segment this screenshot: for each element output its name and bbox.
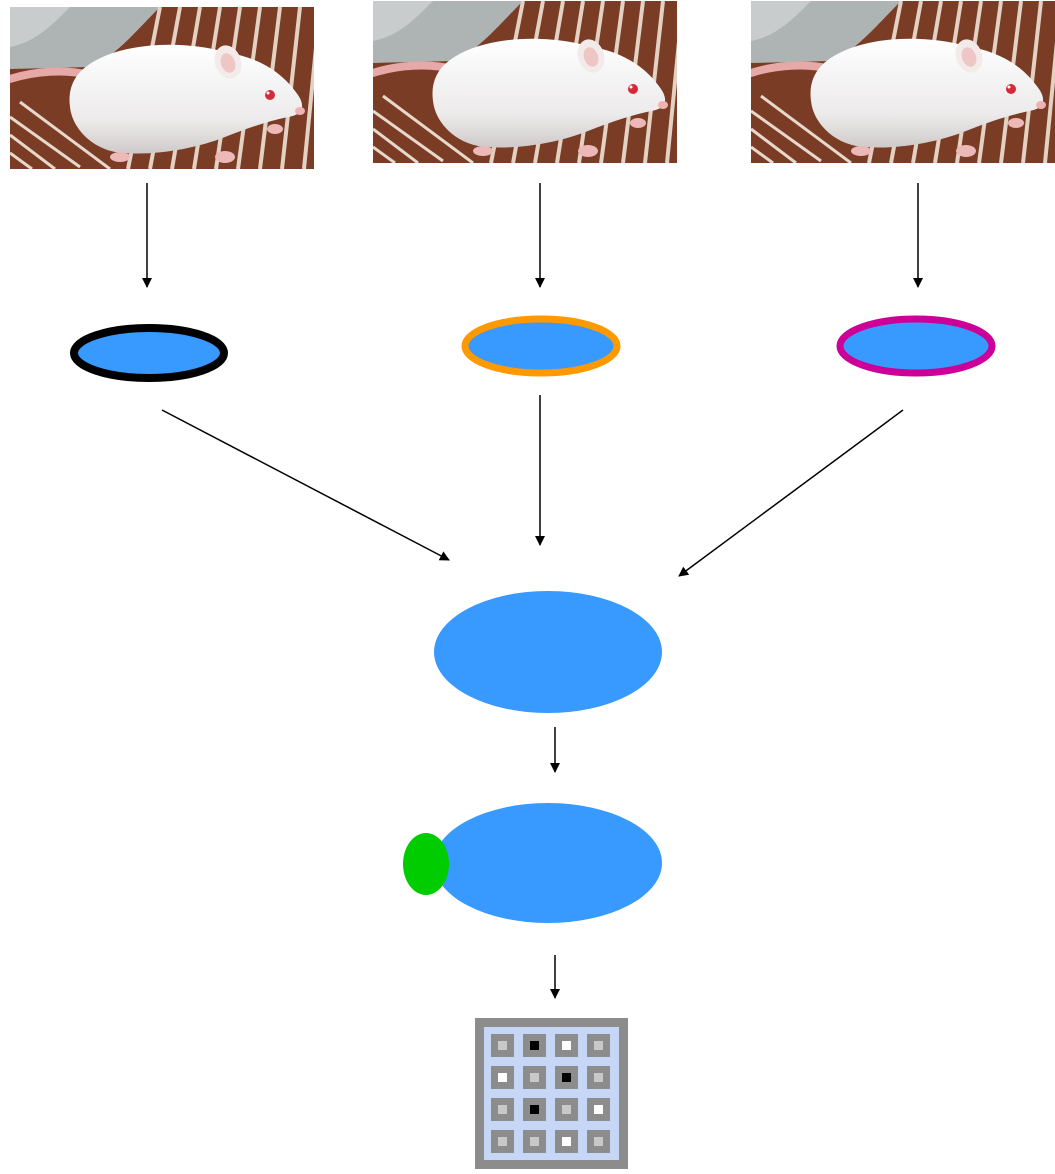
arrow-dish-1-to-pooled xyxy=(161,409,450,561)
array-spot-white xyxy=(594,1105,603,1114)
white-mouse-photo-icon xyxy=(373,1,683,163)
dish-2-orange-outline xyxy=(461,315,621,377)
array-spot-white xyxy=(562,1137,571,1146)
dish-1-black-outline xyxy=(70,324,228,382)
labeled-sample xyxy=(434,803,662,923)
array-spot-gray xyxy=(530,1073,539,1082)
array-spot-black xyxy=(530,1105,539,1114)
mouse-photo-2 xyxy=(373,1,683,163)
array-spot-gray xyxy=(594,1073,603,1082)
array-spot-white xyxy=(498,1073,507,1082)
array-spot-black xyxy=(562,1073,571,1082)
array-spot-gray xyxy=(498,1137,507,1146)
pooled-sample xyxy=(434,591,662,713)
array-spot-black xyxy=(530,1041,539,1050)
array-spot-gray xyxy=(594,1041,603,1050)
green-label-attachment xyxy=(403,833,449,895)
arrow-dish-3-to-pooled xyxy=(678,409,904,577)
white-mouse-photo-icon xyxy=(10,7,320,169)
array-spot-gray xyxy=(562,1105,571,1114)
white-mouse-photo-icon xyxy=(751,1,1055,163)
array-spot-gray xyxy=(530,1137,539,1146)
array-spot-gray xyxy=(498,1105,507,1114)
array-spot-gray xyxy=(498,1041,507,1050)
microarray-grid xyxy=(475,1018,628,1169)
array-spot-white xyxy=(562,1041,571,1050)
mouse-photo-1 xyxy=(10,7,320,169)
dish-3-magenta-outline xyxy=(836,315,996,377)
array-spot-gray xyxy=(594,1137,603,1146)
mouse-photo-3 xyxy=(751,1,1055,163)
